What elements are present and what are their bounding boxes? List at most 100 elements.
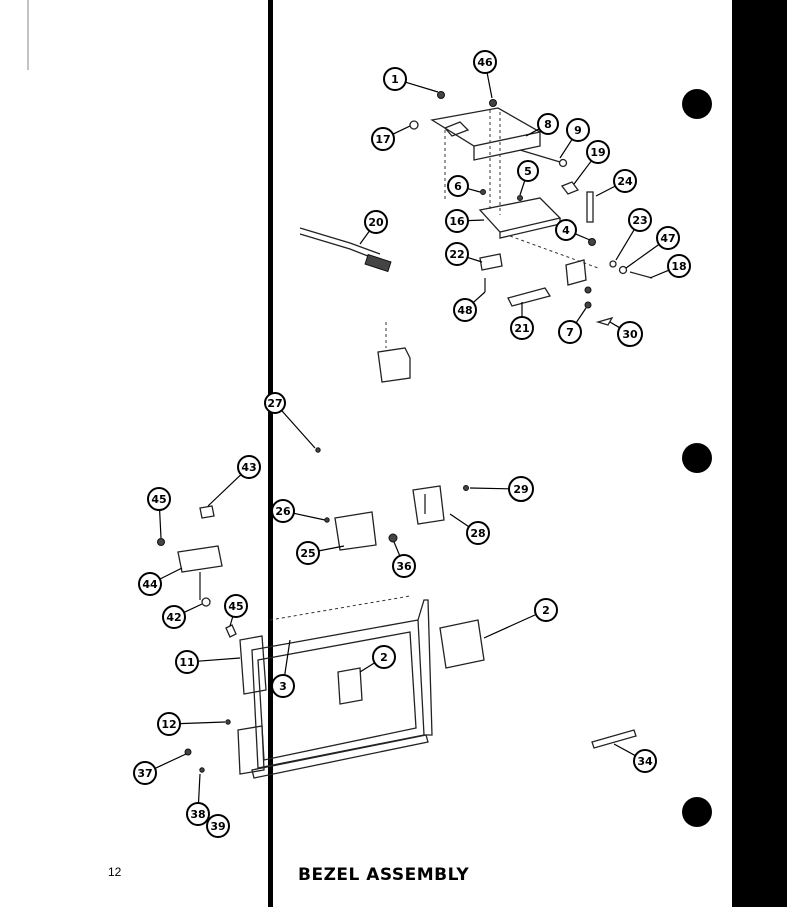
callout-circle — [517, 160, 539, 182]
callout-27: 27 — [264, 392, 316, 449]
callout-circle — [633, 749, 657, 773]
callout-circle — [147, 487, 171, 511]
callout-leader — [574, 233, 591, 241]
callout-leader — [179, 721, 226, 725]
callout-24: 24 — [595, 169, 637, 197]
callout-37: 37 — [133, 753, 187, 785]
callout-circle — [157, 712, 181, 736]
callout-number: 2 — [542, 604, 550, 617]
upper-bracket-assembly — [299, 91, 653, 383]
callout-25: 25 — [296, 541, 345, 565]
callout-38: 38 — [186, 773, 210, 826]
callout-circle — [138, 572, 162, 596]
binder-hole-middle — [682, 443, 712, 473]
callout-circle — [162, 605, 186, 629]
callout-circle — [186, 802, 210, 826]
callout-circle — [537, 113, 559, 135]
callout-number: 4 — [562, 224, 570, 237]
callout-leader — [559, 138, 573, 159]
callout-9: 9 — [559, 118, 590, 159]
callout-number: 45 — [151, 493, 166, 506]
callout-number: 2 — [380, 651, 388, 664]
callout-circle — [447, 175, 469, 197]
callout-3: 3 — [271, 639, 295, 698]
callout-number: 12 — [161, 718, 176, 731]
callout-36: 36 — [392, 541, 416, 578]
callout-circle — [206, 814, 230, 838]
callout-number: 25 — [300, 547, 315, 560]
callout-12: 12 — [157, 712, 226, 736]
callout-number: 8 — [544, 118, 552, 131]
callout-leader — [595, 185, 616, 197]
callout-number: 29 — [513, 483, 528, 496]
callout-number: 38 — [190, 808, 205, 821]
callout-leader — [405, 81, 439, 93]
callout-42: 42 — [162, 603, 203, 629]
binder-hole-bottom — [682, 797, 712, 827]
callout-18: 18 — [649, 254, 691, 279]
callout-number: 11 — [179, 656, 194, 669]
callout-leader — [359, 662, 376, 673]
callout-leader — [613, 743, 636, 757]
binding-strip — [732, 0, 787, 907]
callout-circle — [296, 541, 320, 565]
callout-circle — [237, 455, 261, 479]
callout-circle — [175, 650, 199, 674]
callout-leader — [649, 269, 670, 279]
callout-number: 45 — [228, 600, 243, 613]
callout-7: 7 — [558, 307, 587, 344]
callout-leader — [359, 230, 370, 245]
callout-circle — [466, 521, 490, 545]
callout-number: 47 — [660, 232, 675, 245]
callout-leader — [229, 616, 234, 627]
callout-circle — [617, 321, 643, 347]
callout-30: 30 — [609, 321, 643, 347]
callout-leader — [284, 639, 291, 676]
callout-number: 26 — [275, 505, 291, 518]
callout-leader — [207, 474, 242, 507]
callout-46: 46 — [473, 50, 497, 99]
callout-number: 27 — [267, 397, 282, 410]
callout-leader — [183, 603, 203, 613]
callout-44: 44 — [138, 567, 183, 596]
callout-leader — [154, 753, 187, 769]
callout-leader — [449, 513, 470, 528]
callout-number: 39 — [210, 820, 225, 833]
callout-2: 2 — [359, 645, 396, 673]
callout-16: 16 — [445, 209, 485, 233]
callout-number: 28 — [470, 527, 485, 540]
callout-leader — [159, 509, 162, 539]
callout-leader — [483, 613, 537, 639]
callout-circle — [613, 169, 637, 193]
callout-circle — [656, 226, 680, 250]
callout-leader — [625, 243, 660, 269]
callout-number: 34 — [637, 755, 653, 768]
callout-21: 21 — [510, 302, 534, 340]
callout-29: 29 — [469, 476, 534, 502]
callout-number: 46 — [477, 56, 493, 69]
callout-leader — [615, 229, 635, 261]
callout-leader — [575, 307, 587, 324]
callout-circle — [264, 392, 286, 414]
callout-2: 2 — [483, 598, 558, 639]
callout-number: 7 — [566, 326, 574, 339]
callout-number: 23 — [632, 214, 647, 227]
page-title: BEZEL ASSEMBLY — [298, 865, 469, 885]
callout-number: 1 — [391, 73, 399, 86]
callout-45: 45 — [224, 594, 248, 627]
callout-leader — [467, 219, 485, 222]
callout-leader — [293, 512, 326, 521]
callout-43: 43 — [207, 455, 261, 507]
callout-circle — [383, 67, 407, 91]
callout-circle — [392, 554, 416, 578]
callout-4: 4 — [555, 219, 591, 241]
callout-number: 17 — [375, 133, 390, 146]
fold-line — [268, 0, 273, 907]
callout-number: 3 — [279, 680, 287, 693]
callout-26: 26 — [271, 499, 326, 523]
callout-number: 19 — [590, 146, 605, 159]
callout-number: 42 — [166, 611, 181, 624]
callout-leader — [197, 773, 201, 804]
